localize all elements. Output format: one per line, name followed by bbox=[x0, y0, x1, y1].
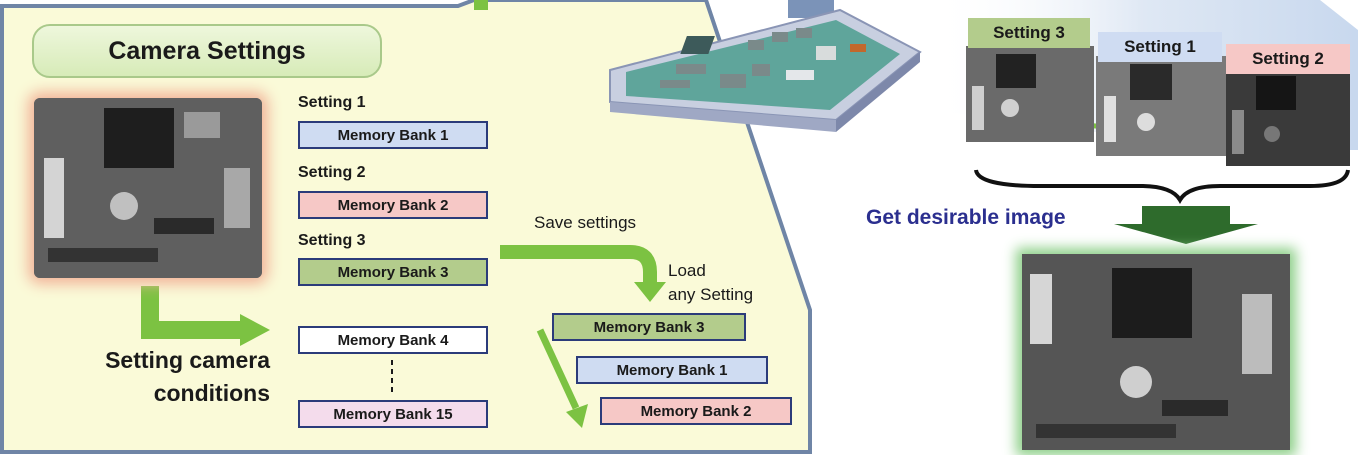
memory-bank-3[interactable]: Memory Bank 3 bbox=[298, 258, 488, 286]
top-green-tab bbox=[474, 0, 488, 10]
image-setting-3-graphic bbox=[966, 46, 1094, 142]
get-desirable-image-caption: Get desirable image bbox=[866, 206, 1066, 229]
tag-setting-3: Setting 3 bbox=[968, 18, 1090, 48]
load-line-2: any Setting bbox=[668, 285, 754, 304]
image-setting-3 bbox=[966, 46, 1094, 142]
pcb-photo-result-graphic bbox=[1022, 254, 1290, 450]
setting-camera-conditions-label: Setting camera conditions bbox=[30, 344, 270, 410]
pcb-photo-graphic bbox=[34, 98, 262, 278]
save-settings-label: Save settings bbox=[534, 213, 637, 232]
image-setting-2 bbox=[1226, 66, 1350, 166]
image-setting-1-graphic bbox=[1096, 56, 1226, 156]
image-setting-1 bbox=[1096, 56, 1226, 156]
loaded-memory-bank-2[interactable]: Memory Bank 2 bbox=[600, 397, 792, 425]
load-line-1: Load bbox=[668, 261, 706, 280]
memory-bank-4[interactable]: Memory Bank 4 bbox=[298, 326, 488, 354]
setting-2-label: Setting 2 bbox=[298, 164, 366, 181]
arrow-save-settings bbox=[500, 245, 657, 286]
loaded-memory-bank-1[interactable]: Memory Bank 1 bbox=[576, 356, 768, 384]
tag-setting-1: Setting 1 bbox=[1098, 32, 1222, 62]
pcb-photo-result bbox=[1022, 254, 1290, 450]
brace bbox=[974, 169, 1350, 205]
camera-settings-title: Camera Settings bbox=[32, 24, 382, 78]
setting-1-label: Setting 1 bbox=[298, 94, 366, 111]
arrow-setting-conditions bbox=[141, 286, 244, 339]
result-arrow bbox=[1114, 206, 1258, 244]
setting-3-label: Setting 3 bbox=[298, 232, 366, 249]
load-label: Load any Setting bbox=[668, 259, 753, 307]
memory-bank-2[interactable]: Memory Bank 2 bbox=[298, 191, 488, 219]
pcb-photo-input bbox=[34, 98, 262, 278]
condition-line-2: conditions bbox=[153, 380, 270, 406]
loaded-memory-bank-3[interactable]: Memory Bank 3 bbox=[552, 313, 746, 341]
tag-setting-2: Setting 2 bbox=[1226, 44, 1350, 74]
arrow-load-sequence bbox=[536, 328, 580, 410]
memory-bank-1[interactable]: Memory Bank 1 bbox=[298, 121, 488, 149]
device-board bbox=[609, 0, 922, 132]
memory-bank-15[interactable]: Memory Bank 15 bbox=[298, 400, 488, 428]
condition-line-1: Setting camera bbox=[105, 347, 270, 373]
image-setting-2-graphic bbox=[1226, 66, 1350, 166]
